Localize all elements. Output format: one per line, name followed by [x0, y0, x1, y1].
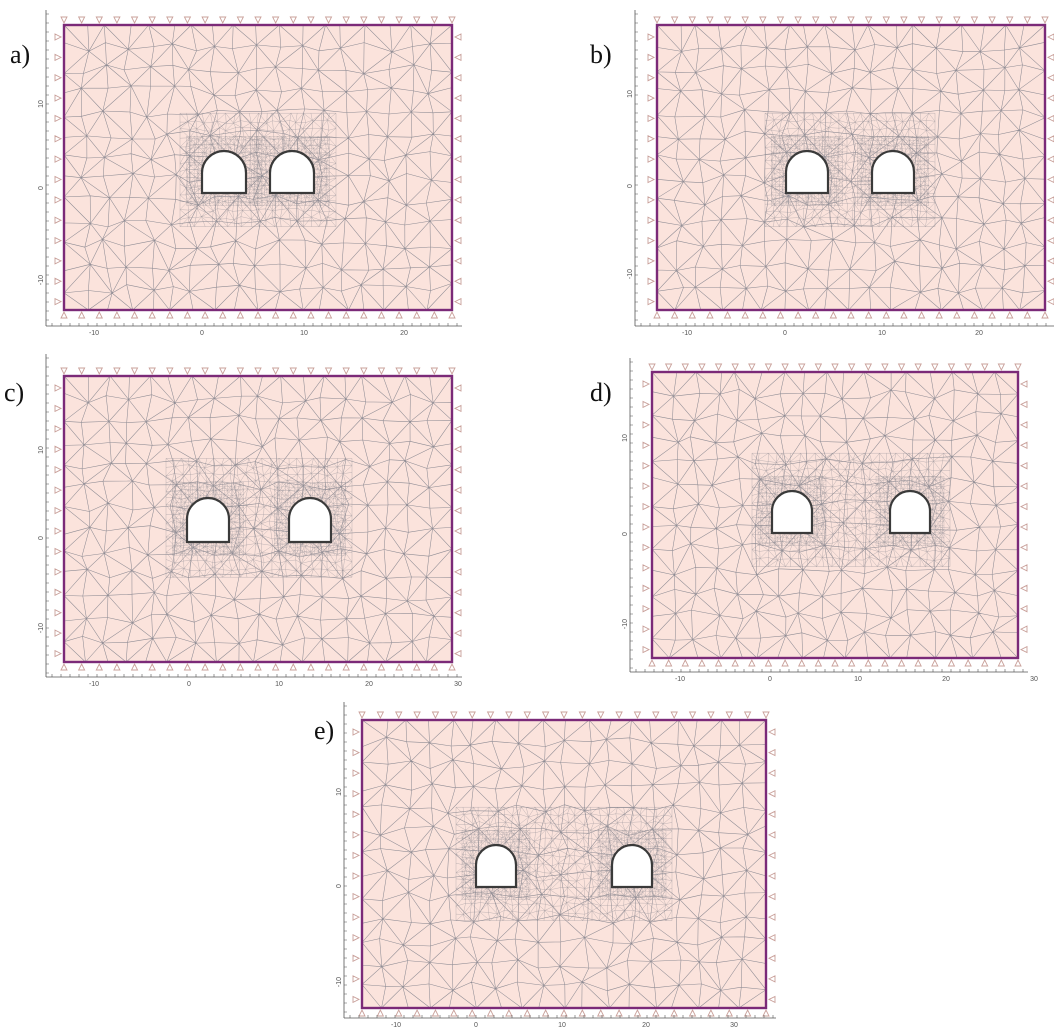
x-tick-label: 20: [942, 676, 950, 683]
x-tick-label: 0: [768, 676, 772, 683]
axes: [343, 702, 776, 1019]
y-tick-label: -10: [38, 623, 45, 633]
boundary-supports: [54, 16, 462, 319]
y-tick-label: 0: [627, 184, 634, 188]
x-tick-label: -10: [89, 681, 99, 688]
model-boundary: [360, 718, 768, 1010]
y-tick-label: -10: [38, 275, 45, 285]
y-tick-label: 10: [336, 788, 343, 796]
tunnel-left: [770, 489, 814, 535]
boundary-supports: [642, 363, 1028, 667]
tunnel-right: [287, 496, 333, 544]
boundary-supports: [647, 16, 1054, 319]
y-tick-label: 10: [622, 434, 629, 442]
y-tick-label: 0: [336, 884, 343, 888]
mesh-panel-b: -10 0 10 20 10 0 -10: [627, 10, 1054, 337]
x-tick-label: -10: [89, 330, 99, 337]
tunnel-right: [268, 149, 316, 195]
x-tick-label: 30: [1030, 676, 1038, 683]
mesh-panel-c: -10 0 10 20 30 10 0 -10: [38, 354, 462, 688]
panel-label-e: e): [314, 716, 335, 745]
boundary-supports: [352, 711, 776, 1017]
x-tick-label: 20: [642, 1022, 650, 1028]
x-tick-label: 10: [275, 681, 283, 688]
tunnel-right: [888, 489, 932, 535]
x-tick-label: 10: [558, 1022, 566, 1028]
tunnel-left: [200, 149, 248, 195]
y-tick-label: 0: [622, 532, 629, 536]
x-tick-label: 10: [878, 330, 886, 337]
y-tick-label: -10: [622, 619, 629, 629]
mesh-panel-a: -10 0 10 20 10 0 -10: [38, 10, 462, 337]
tunnel-left: [784, 149, 830, 195]
y-tick-label: -10: [336, 977, 343, 987]
x-tick-label: 10: [854, 676, 862, 683]
x-tick-label: 20: [400, 330, 408, 337]
mesh-panel-e: -10 0 10 20 30 10 0 -10: [336, 702, 776, 1028]
y-tick-label: 10: [38, 446, 45, 454]
axes: [45, 354, 462, 678]
axes: [634, 10, 1054, 327]
x-tick-label: -10: [675, 676, 685, 683]
panel-label-a: a): [10, 40, 31, 69]
tunnel-left: [185, 496, 231, 544]
mesh-panel-d: -10 0 10 20 30 10 0 -10: [622, 358, 1038, 683]
model-boundary: [62, 23, 454, 312]
x-tick-label: 0: [474, 1022, 478, 1028]
model-boundary: [650, 370, 1020, 660]
x-tick-label: 0: [200, 330, 204, 337]
x-tick-label: -10: [682, 330, 692, 337]
model-boundary: [655, 23, 1047, 312]
axes: [45, 10, 462, 327]
panel-label-b: b): [590, 40, 612, 69]
y-tick-label: 10: [38, 100, 45, 108]
x-tick-label: 30: [730, 1022, 738, 1028]
x-tick-label: 30: [454, 681, 462, 688]
x-tick-label: 0: [187, 681, 191, 688]
panel-label-d: d): [590, 378, 612, 407]
tunnel-right: [870, 149, 916, 195]
y-tick-label: 0: [38, 536, 45, 540]
model-domain: [652, 372, 1018, 658]
y-tick-label: 10: [627, 90, 634, 98]
x-tick-label: 0: [783, 330, 787, 337]
x-tick-label: -10: [391, 1022, 401, 1028]
axes: [629, 358, 1028, 673]
y-tick-label: 0: [38, 186, 45, 190]
x-tick-label: 20: [365, 681, 373, 688]
model-boundary: [62, 374, 454, 664]
x-tick-label: 20: [975, 330, 983, 337]
tunnel-right: [610, 843, 654, 889]
boundary-supports: [54, 367, 462, 671]
panel-label-c: c): [4, 378, 25, 407]
x-tick-label: 10: [300, 330, 308, 337]
tunnel-left: [474, 843, 518, 889]
y-tick-label: -10: [627, 269, 634, 279]
